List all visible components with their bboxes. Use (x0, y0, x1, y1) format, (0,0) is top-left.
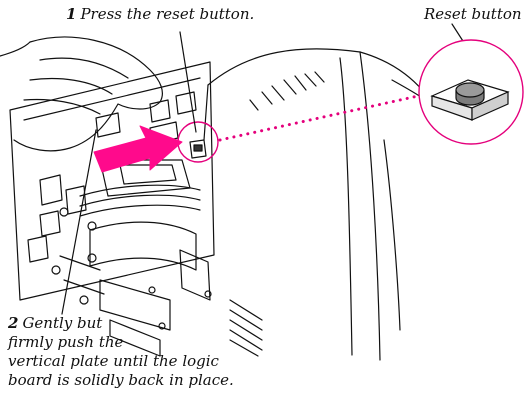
step1-number: 1 (66, 5, 77, 23)
step2-number: 2 (8, 314, 19, 332)
push-arrow (93, 125, 183, 173)
computer-case (203, 48, 441, 361)
step2-line: board is solidly back in place. (8, 371, 234, 389)
callout-dots (218, 94, 420, 142)
step2-line: firmly push the (8, 333, 124, 351)
step2-line: vertical plate until the logic (8, 352, 219, 370)
vertical-plate (9, 61, 215, 301)
leader-line-step1 (179, 31, 197, 133)
step1-text: Press the reset button. (80, 5, 255, 23)
reset-button-label: Reset button (424, 5, 522, 23)
leader-line-step2 (61, 129, 97, 315)
reset-button-magnified (418, 39, 524, 145)
hand (0, 36, 163, 152)
